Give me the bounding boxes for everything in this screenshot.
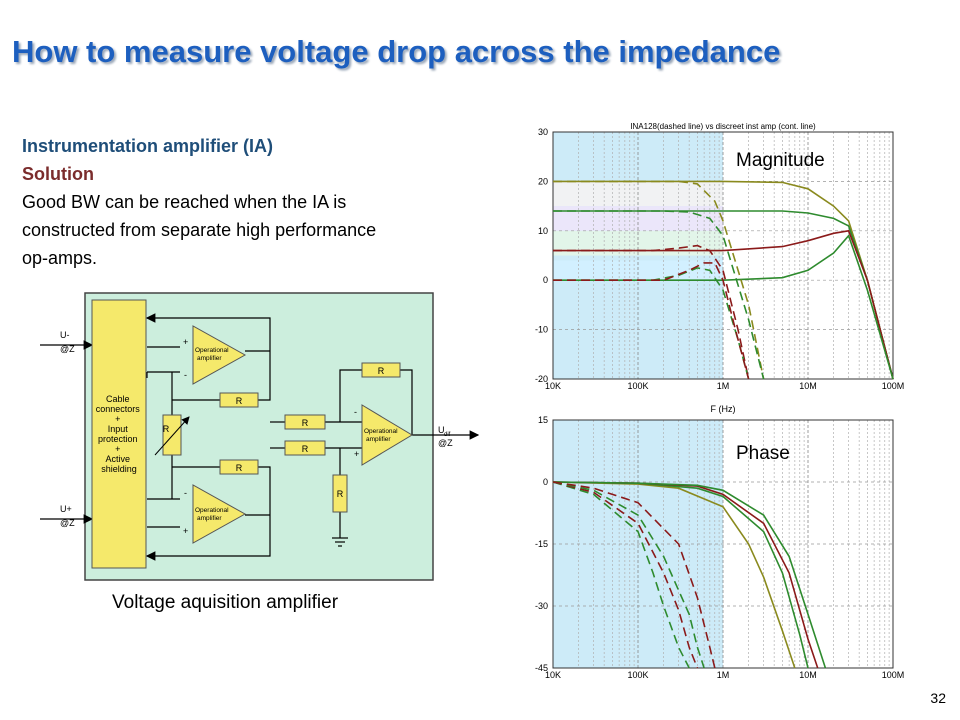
x-tick-label: 10K [545,670,561,680]
plot-frame [552,131,894,380]
svg-text:R: R [337,489,344,499]
x-tick-label: 100K [627,670,648,680]
series-line-6 [552,481,705,669]
resistor [332,474,348,513]
y-tick-label: 0 [543,275,548,285]
resistor [361,362,401,378]
x-tick-label: 100K [627,381,648,391]
body-line: constructed from separate high performan… [22,220,377,240]
y-tick-label: 10 [538,226,548,236]
description-text: Instrumentation amplifier (IA) Solution … [22,132,512,272]
y-tick-label: -10 [535,325,548,335]
y-tick-label: 30 [538,127,548,137]
svg-text:R: R [302,444,309,454]
y-tick-label: 15 [538,415,548,425]
x-tick-label: 1M [717,670,730,680]
series-line-3 [552,481,827,669]
series-line-8 [553,262,750,380]
y-tick-label: -30 [535,601,548,611]
series-line-2 [553,229,894,380]
section-heading: Instrumentation amplifier (IA) [22,136,274,156]
y-tick-label: 0 [543,477,548,487]
svg-text:R: R [236,463,243,473]
magnitude-label: Magnitude [736,150,825,171]
series-line-5 [553,210,765,380]
series-line-7 [552,481,716,669]
svg-text:-+: -+ [183,488,188,536]
svg-text:+-: +- [183,337,188,380]
svg-text:U- @Z U+ @Z: U- @Z U+ @Z [60,330,77,528]
series-line-4 [552,481,690,669]
y-tick-label: -15 [535,539,548,549]
input-protection-block [91,299,147,569]
resistor [219,392,259,408]
series-line-7 [553,267,750,380]
svg-text:R: R [236,396,243,406]
phase-label: Phase [736,443,790,464]
opamp-top [192,325,247,385]
opamp-difference [361,404,413,466]
resistor [284,440,326,456]
series-line-0 [552,481,796,669]
svg-text:R: R [378,366,385,376]
resistor [284,414,326,430]
svg-text:Udif@Z: Udif@Z [438,425,453,448]
solution-label: Solution [22,164,94,184]
resistor [219,459,259,475]
magnitude-chart: 10K 100K 1M 10M 100M 30 20 10 0 -10 -20 INA128(dash… [535,122,905,391]
x-tick-label: 10M [799,670,817,680]
y-tick-label: -20 [535,374,548,384]
svg-text:R: R [163,424,170,434]
svg-text:-+: -+ [354,407,359,459]
x-tick-label: 10K [545,381,561,391]
page-number: 32 [930,690,946,706]
series-line-5 [552,481,699,669]
body-line: op-amps. [22,248,98,268]
gain-resistor [162,414,182,456]
series-line-3 [553,234,894,380]
plot-frame [552,419,894,669]
svg-text:R: R [302,418,309,428]
x-tick-label: 100M [882,670,905,680]
opamp-bottom [192,484,247,544]
body-line: Good BW can be reached when the IA is [22,192,347,212]
x-tick-label: 10M [799,381,817,391]
phase-chart: 10K 100K 1M 10M 100M 15 0 -15 -30 -45 F (Hz) [535,404,905,680]
chart-title: INA128(dashed line) vs discreet inst amp… [630,122,816,131]
svg-text:Cable connectors +: Cable connectors + Input protection + Ac… [96,394,143,474]
circuit-caption: Voltage aquisition amplifier [112,592,339,613]
x-tick-label: 1M [717,381,730,391]
series-line-4 [553,180,765,380]
page-title: How to measure voltage drop across the i… [12,34,781,69]
y-tick-label: 20 [538,176,548,186]
series-line-6 [553,244,750,380]
circuit-diagram: Cable connectors + Input protection + Ac… [40,292,480,581]
y-tick-label: -45 [535,663,548,673]
x-axis-label: F (Hz) [711,404,736,414]
x-tick-label: 100M [882,381,905,391]
